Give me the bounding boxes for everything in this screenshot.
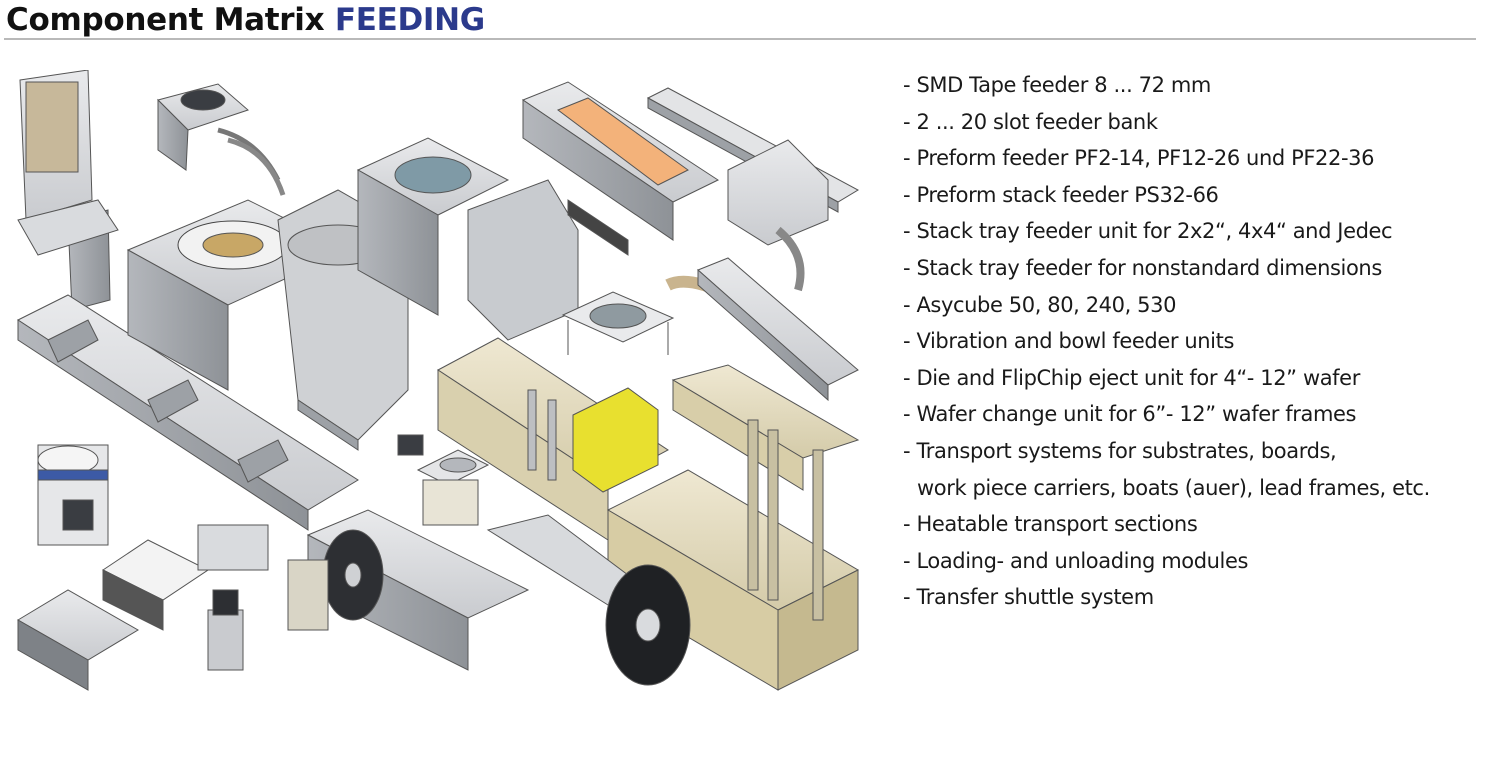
die-eject-module (397, 434, 490, 526)
machine-modules-illustration (16, 70, 860, 691)
feature-item: - Preform feeder PF2-14, PF12-26 und PF2… (903, 146, 1375, 171)
shuttle-rail-module (646, 87, 860, 292)
wafer-change-module (356, 137, 579, 341)
feature-item: - Die and FlipChip eject unit for 4“- 12… (903, 365, 1360, 390)
tower-module (17, 70, 119, 311)
feature-item: - SMD Tape feeder 8 ... 72 mm (903, 73, 1211, 97)
small-feeder-module (157, 83, 286, 196)
tape-conveyor-module (521, 81, 720, 256)
feature-item-continuation: work piece carriers, boats (auer), lead … (917, 475, 1430, 500)
feature-item: - Asycube 50, 80, 240, 530 (903, 292, 1177, 317)
tape-reel-large (486, 514, 691, 686)
asycube-table (561, 291, 675, 355)
feature-item: - Preform stack feeder PS32-66 (903, 182, 1219, 207)
feature-item: - Heatable transport sections (903, 512, 1198, 537)
feature-item: - Transfer shuttle system (903, 585, 1154, 610)
title-divider (4, 38, 1476, 40)
page-title: Component Matrix FEEDING (6, 0, 485, 40)
feature-item: - Transport systems for substrates, boar… (903, 438, 1337, 463)
feature-item: - Vibration and bowl feeder units (903, 329, 1234, 354)
drag-chain-module (665, 257, 859, 402)
page-title-main: Component Matrix (6, 2, 335, 38)
bowl-feeder-small (37, 444, 109, 546)
feature-item: - 2 ... 20 slot feeder bank (903, 109, 1158, 134)
stack-tray-module (437, 337, 669, 541)
tape-feeder-reel (287, 509, 530, 671)
feature-item: - Loading- and unloading modules (903, 548, 1249, 573)
feature-item: - Wafer change unit for 6”- 12” wafer fr… (903, 402, 1357, 427)
wafer-frame-module (606, 364, 860, 691)
motor-module (197, 524, 269, 671)
control-boxes (17, 539, 209, 691)
feature-item: - Stack tray feeder for nonstandard dime… (903, 255, 1382, 280)
transport-rail-left (16, 294, 359, 531)
feature-list: - SMD Tape feeder 8 ... 72 mm - 2 ... 20… (903, 67, 1483, 616)
feature-item: - Stack tray feeder unit for 2x2“, 4x4“ … (903, 219, 1393, 244)
page-title-accent: FEEDING (334, 2, 485, 38)
